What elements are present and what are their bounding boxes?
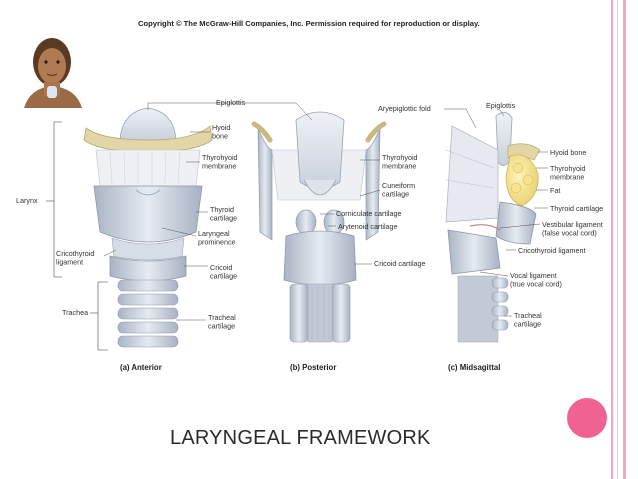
- thyroid-cartilage-shape: [93, 185, 203, 243]
- epiglottis-shape: [119, 107, 177, 141]
- fat-shape: [505, 154, 539, 207]
- decorative-stripe: [617, 0, 618, 479]
- caption-anterior: (a) Anterior: [120, 363, 162, 372]
- label-aryepiglottic-fold: Aryepiglottic fold: [378, 104, 431, 113]
- slide-title: LARYNGEAL FRAMEWORK: [170, 427, 431, 449]
- panel-posterior: [251, 111, 387, 343]
- label-trachea: Trachea: [62, 308, 88, 317]
- caption-midsagittal: (c) Midsagittal: [448, 363, 500, 372]
- decorative-stripe: [611, 0, 613, 479]
- label-corniculate-cartilage: Corniculate cartilage: [336, 209, 402, 218]
- label-hyoid-bone-midsagittal: Hyoid bone: [550, 148, 586, 157]
- label-cricothyroid-ligament-midsagittal: Cricothyroid ligament: [518, 246, 586, 255]
- label-epiglottis-midsagittal: Epiglottis: [486, 101, 516, 110]
- decorative-pink-circle: [567, 398, 607, 438]
- label-vestibular-ligament: Vestibular ligament(false vocal cord): [542, 220, 603, 237]
- label-fat: Fat: [550, 186, 560, 195]
- panel-anterior: [83, 107, 213, 348]
- cricothyroid-ligament-shape: [111, 237, 185, 261]
- label-cricoid-cartilage-posterior: Cricoid cartilage: [374, 259, 426, 268]
- epiglottis-posterior-shape: [295, 111, 345, 190]
- cricoid-cartilage-shape: [109, 255, 187, 282]
- arytenoid-shape: [295, 209, 317, 235]
- cricoid-posterior-shape: [283, 230, 357, 286]
- head-neck-thumbnail: [18, 30, 100, 108]
- label-epiglottis: Epiglottis: [216, 98, 246, 107]
- thyroid-midsagittal-shape: [495, 201, 537, 245]
- panel-midsagittal: [445, 112, 541, 343]
- tracheal-rings: [117, 279, 179, 348]
- label-thyroid-cartilage-midsagittal: Thyroid cartilage: [550, 204, 603, 213]
- cricoid-midsagittal-shape: [447, 229, 501, 275]
- leader-lines: [103, 102, 548, 321]
- larynx-bracket: [46, 121, 108, 351]
- label-vocal-ligament: Vocal ligament(true vocal cord): [510, 271, 562, 288]
- tracheal-rings-posterior: [289, 283, 351, 343]
- label-arytenoid-cartilage: Arytenoid cartilage: [338, 222, 398, 231]
- aryepiglottic-fold-shape: [445, 125, 499, 223]
- decorative-stripe: [623, 0, 626, 479]
- tracheal-rings-midsagittal: [457, 275, 509, 343]
- copyright-notice: Copyright © The McGraw-Hill Companies, I…: [138, 19, 480, 28]
- label-larynx: Larynx: [16, 196, 38, 205]
- caption-posterior: (b) Posterior: [290, 363, 336, 372]
